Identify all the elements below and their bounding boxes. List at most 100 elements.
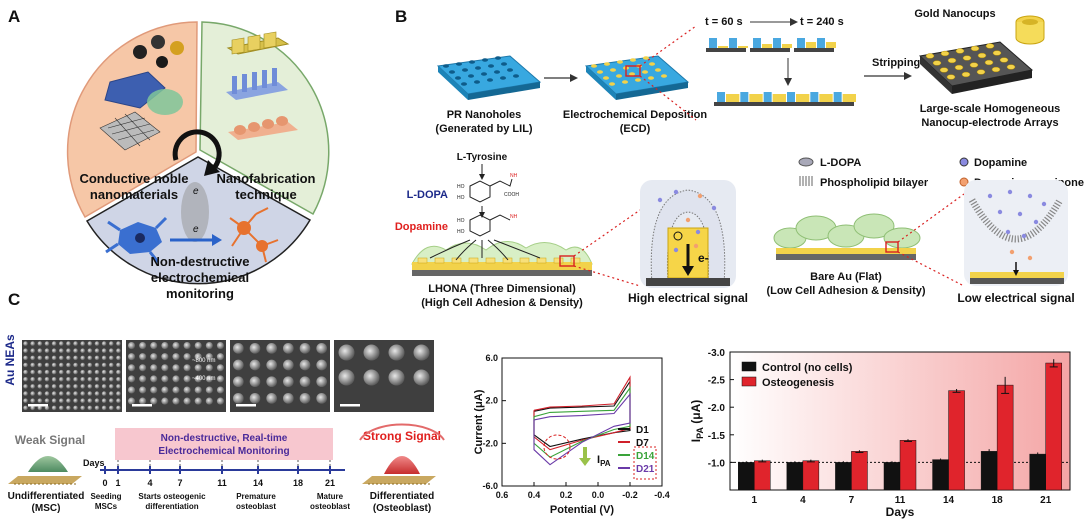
deposited-dot [603, 76, 609, 80]
bar-legend-label: Osteogenesis [762, 377, 834, 389]
zoom-box [625, 65, 641, 77]
mature-label-2: osteoblast [310, 502, 350, 511]
sem-nanodot [44, 377, 50, 382]
sector-label-nanofabrication-1: Nanofabrication [217, 171, 316, 186]
high-signal-zoom: e- [640, 180, 736, 288]
sem-nanodot [66, 355, 71, 361]
timeline-day-label: 7 [177, 478, 182, 488]
strong-signal-label: Strong Signal [363, 429, 441, 443]
monitoring-band [115, 428, 333, 460]
nanohole [443, 64, 449, 68]
nanohole [449, 70, 455, 74]
sem-nanodot [283, 376, 294, 387]
cv-x-tick-label: 0.2 [560, 490, 573, 500]
sem-nanodot [80, 362, 85, 368]
sem-image-tile [22, 340, 122, 412]
sem-nanodot [128, 342, 136, 350]
sem-nanodot [59, 369, 64, 375]
quinone-legend-icon [959, 177, 969, 187]
molecule-dot [673, 247, 679, 253]
chem-ho: HO [457, 195, 465, 201]
nanoparticle-dot [156, 56, 168, 68]
legend-highlight-box [633, 446, 657, 480]
deposited-dot [630, 58, 636, 62]
sem-nanodot [30, 398, 35, 404]
cv-x-tick-label: 0.0 [592, 490, 605, 500]
nano-gratings [226, 31, 290, 55]
sem-nanodot [37, 348, 43, 354]
sem-nanodot [109, 398, 114, 404]
sem-nanodot [94, 362, 100, 368]
sem-nanodot [87, 362, 93, 368]
array-label-2: Nanocup-electrode Arrays [921, 117, 1058, 129]
sem-nanodot [194, 397, 202, 405]
bar-x-tick-label: 7 [849, 495, 855, 506]
sem-nanodot [51, 348, 57, 354]
nanosheet-blob [147, 89, 183, 115]
nanohole [469, 60, 475, 64]
phospholipid-legend-icon [799, 176, 813, 186]
gold-deposit [738, 46, 748, 48]
sem-nanodot [205, 342, 213, 350]
bar-legend-label: Control (no cells) [762, 362, 853, 374]
arrow-head-icon [479, 174, 485, 180]
sem-nanodot [266, 343, 277, 354]
sem-nanodot [30, 369, 35, 375]
sem-nanodot [413, 369, 430, 386]
bar-osteogenesis [802, 460, 820, 491]
sem-nanodot [388, 344, 405, 361]
sem-nanodot [266, 376, 277, 387]
cv-ylabel: Current (μA) [473, 389, 485, 454]
electrode-cup [485, 257, 496, 264]
molecule-dot [673, 189, 679, 195]
sem-nanodot [101, 341, 107, 346]
nanohole [456, 62, 462, 66]
sem-nanodot [87, 377, 93, 382]
panel-letter-c: C [8, 290, 20, 309]
cv-curve-d14 [533, 386, 631, 458]
cv-legend-label: D14 [636, 451, 655, 462]
lhona-label-2: (High Cell Adhesion & Density) [421, 297, 583, 309]
bar-y-tick-label: -3.0 [708, 348, 726, 359]
sem-nanodot [37, 405, 43, 411]
sem-nanodot [66, 369, 71, 375]
sem-nanodot [94, 341, 100, 346]
sem-nanodot [59, 348, 64, 354]
nanocup [976, 69, 986, 75]
gold-deposit [806, 42, 816, 48]
sem-nanodot [116, 341, 121, 346]
sem-nanodot [172, 375, 180, 383]
nanohole [462, 68, 468, 72]
sem-nanodot [66, 348, 71, 354]
sem-nanodot [139, 397, 147, 405]
timeline-day-label: 4 [147, 478, 152, 488]
nanocup [985, 43, 995, 49]
sem-nanodot [37, 384, 43, 389]
deposited-dot [610, 68, 616, 72]
arrow-head-icon [479, 212, 485, 218]
sem-nanodot [80, 341, 85, 346]
sem-nanodot [338, 344, 355, 361]
bar-control [835, 462, 852, 491]
zoom-lines [573, 209, 641, 287]
peak-highlight-circle [543, 434, 571, 460]
sem-nanodot [338, 369, 355, 386]
electrode-cup [570, 257, 581, 264]
photoresist-block [833, 92, 842, 102]
sem-nanodot [139, 375, 147, 383]
sem-nanodot [23, 398, 28, 404]
molecule-dot [685, 217, 691, 223]
sem-nanodot [194, 375, 202, 383]
sem-nanodot [73, 405, 78, 411]
photoresist-block [717, 92, 725, 102]
sem-nanodot [66, 391, 71, 396]
sem-nanodot [23, 341, 28, 346]
photoresist-block [797, 38, 805, 48]
nanocup [977, 52, 987, 59]
sem-nanodot [73, 377, 78, 382]
electrode-cup [417, 257, 428, 264]
sem-nanodot [37, 362, 43, 368]
bar-osteogenesis [754, 460, 771, 491]
electrode-cup [451, 257, 462, 264]
